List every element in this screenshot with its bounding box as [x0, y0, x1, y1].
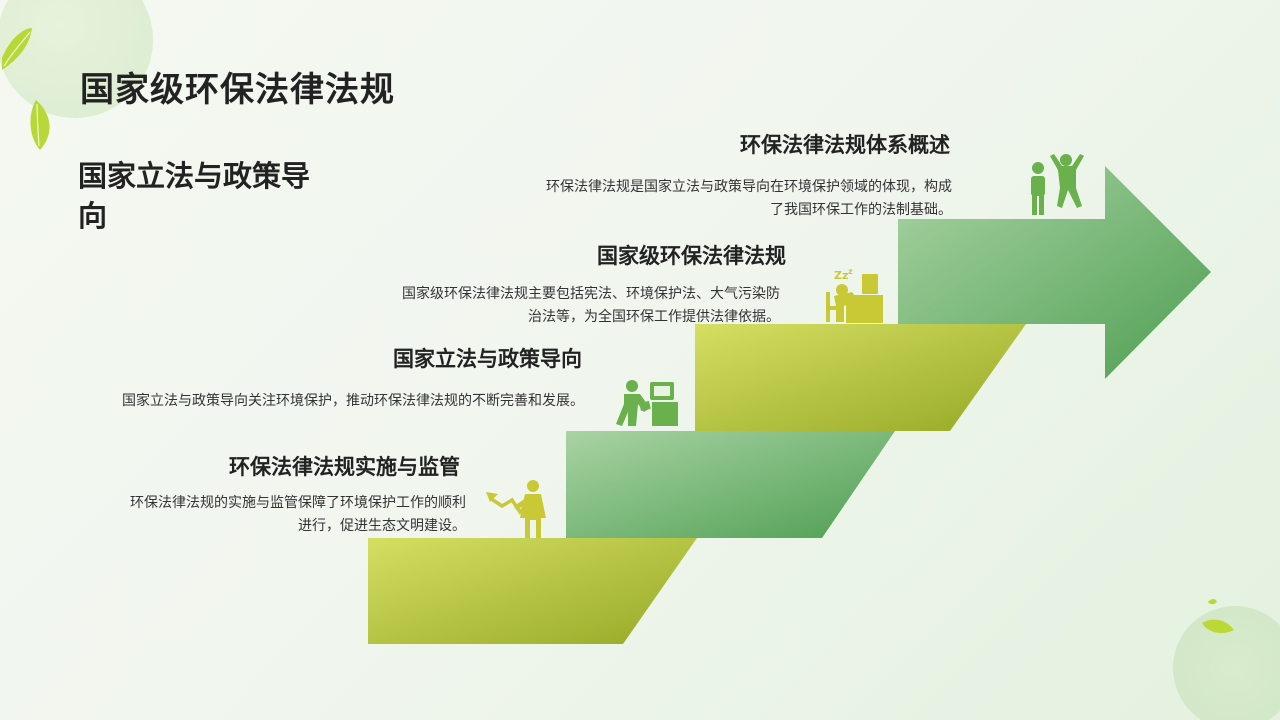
leaf-icon	[30, 100, 50, 150]
slide-title: 国家级环保法律法规	[80, 70, 395, 110]
step-description: 国家立法与政策导向关注环境保护，推动环保法律法规的不断完善和发展。	[122, 393, 584, 409]
presenter-trend-icon	[486, 480, 546, 538]
step-heading: 环保法律法规体系概述	[740, 133, 950, 157]
leaf-icon	[2, 28, 32, 70]
step-heading: 国家级环保法律法规	[597, 244, 786, 268]
section-subtitle: 国家立法与政策导向	[78, 159, 311, 233]
svg-text:Zz: Zz	[834, 269, 848, 282]
leaf-icon	[1208, 599, 1217, 605]
leaf-icon	[1202, 619, 1234, 634]
step-description: 国家级环保法律法规主要包括宪法、环境保护法、大气污染防治法等，为全国环保工作提供…	[402, 286, 780, 325]
step-2-block	[566, 431, 895, 538]
step-3-block	[695, 324, 1026, 431]
step-description: 环保法律法规是国家立法与政策导向在环境保护领域的体现，构成了我国环保工作的法制基…	[546, 179, 952, 218]
sleeping-worker-icon: Zz z	[826, 267, 883, 323]
step-heading: 环保法律法规实施与监管	[229, 455, 460, 479]
office-worker-icon	[616, 380, 678, 426]
corner-circle	[0, 0, 153, 118]
celebrating-people-icon	[1031, 154, 1084, 215]
step-description: 环保法律法规的实施与监管保障了环境保护工作的顺利进行，促进生态文明建设。	[130, 495, 466, 534]
step-1-block	[368, 538, 697, 644]
arrow-head-block	[898, 166, 1211, 379]
svg-text:z: z	[848, 267, 853, 276]
corner-circle	[1173, 606, 1280, 720]
step-heading: 国家立法与政策导向	[393, 347, 582, 371]
